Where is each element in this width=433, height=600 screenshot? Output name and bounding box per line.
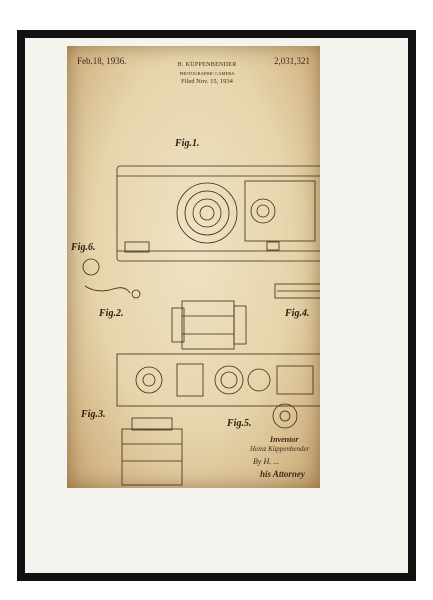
fig4-label: Fig.4.	[285, 308, 310, 319]
signature-attorney: his Attorney	[260, 469, 305, 479]
patent-filed-date: Filed Nov. 15, 1934	[181, 78, 233, 85]
fig3-label: Fig.3.	[81, 409, 106, 420]
camera-cross-section	[116, 353, 320, 407]
patent-subject: PHOTOGRAPHIC CAMERA	[179, 71, 235, 76]
signature-inventor-name: Heinz Küppenbender	[250, 445, 310, 453]
fig2-label: Fig.2.	[99, 308, 124, 319]
patent-date: Feb.18, 1936.	[77, 56, 127, 66]
fig1-camera-body	[116, 165, 320, 262]
fig1-dial	[250, 198, 276, 224]
fig1-grille	[244, 180, 316, 242]
signature-inventor-label: Inventor	[270, 435, 299, 444]
patent-drawing	[82, 165, 320, 486]
signature-by: By H. ...	[253, 457, 280, 466]
patent-print: Feb.18, 1936. 2,031,321 H. KÜPPENBENDER …	[67, 46, 320, 488]
fig2-lens-mount	[181, 300, 235, 350]
fig3-lens-assembly	[121, 428, 183, 486]
fig5-label: Fig.5.	[227, 418, 252, 429]
fig6-label: Fig.6.	[71, 242, 96, 253]
fig5-dial	[272, 403, 298, 429]
fig1-lens-outer	[176, 182, 238, 244]
patent-inventor-header: H. KÜPPENBENDER	[177, 62, 237, 68]
fig1-label: Fig.1.	[175, 138, 200, 149]
patent-number: 2,031,321	[274, 56, 310, 66]
fig6-gear	[82, 258, 100, 276]
fig4-detail	[274, 283, 320, 299]
